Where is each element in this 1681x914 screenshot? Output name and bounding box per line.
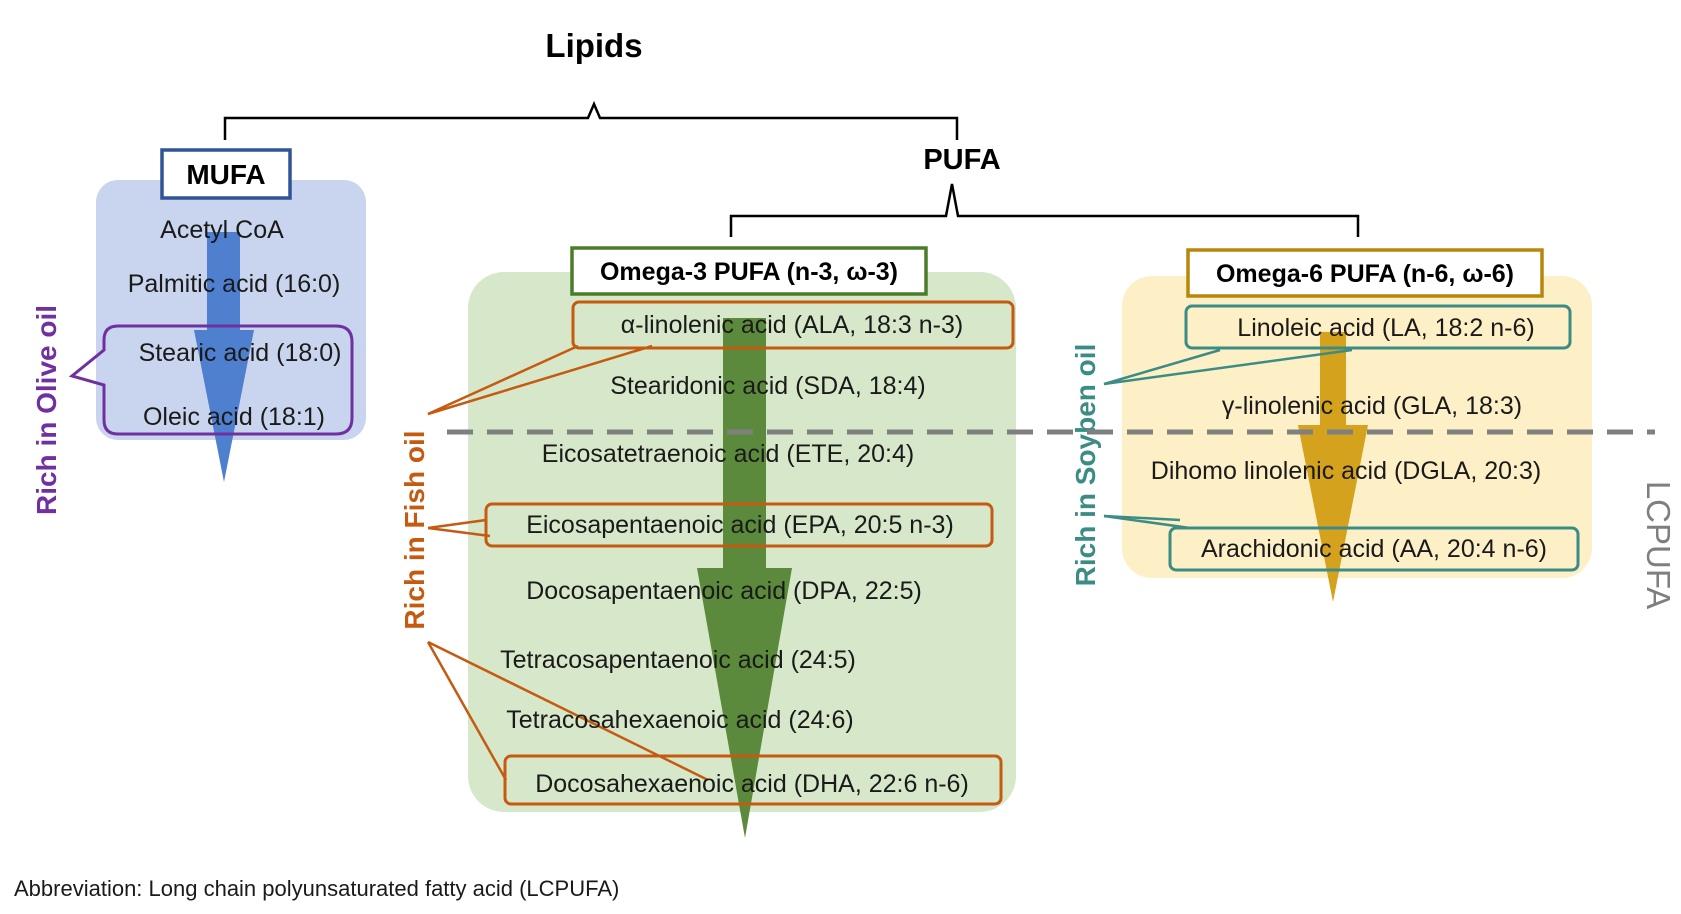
omega3-item-tetracosahexaenoic: Tetracosahexaenoic acid (24:6) xyxy=(506,706,853,734)
omega3-item-tetracosapentaenoic: Tetracosapentaenoic acid (24:5) xyxy=(500,646,856,674)
lipids-title: Lipids xyxy=(545,27,642,64)
omega3-item-ala: α-linolenic acid (ALA, 18:3 n-3) xyxy=(621,311,963,339)
omega3-pathway-arrow xyxy=(697,318,792,838)
omega3-item-epa: Eicosapentaenoic acid (EPA, 20:5 n-3) xyxy=(526,511,954,539)
omega3-item-sda: Stearidonic acid (SDA, 18:4) xyxy=(610,372,925,400)
mufa-item-stearic-acid: Stearic acid (18:0) xyxy=(139,339,342,367)
mufa-header-box xyxy=(160,148,292,200)
omega6-header-box xyxy=(1186,248,1544,298)
omega3-header: Omega-3 PUFA (n-3, ω-3) xyxy=(600,258,898,286)
olive-oil-label: Rich in Olive oil xyxy=(31,305,62,515)
mufa-pathway-arrow xyxy=(194,232,254,482)
abbreviation-footnote: Abbreviation: Long chain polyunsaturated… xyxy=(14,876,619,901)
ala-highlight-box xyxy=(571,300,1015,350)
dha-highlight-box xyxy=(503,754,1003,806)
epa-highlight-box xyxy=(484,502,994,548)
omega3-header-box xyxy=(570,246,928,296)
omega6-item-aa: Arachidonic acid (AA, 20:4 n-6) xyxy=(1201,535,1547,563)
mufa-item-oleic-acid: Oleic acid (18:1) xyxy=(143,403,325,431)
omega3-item-ete: Eicosatetraenoic acid (ETE, 20:4) xyxy=(542,440,914,468)
fish-oil-callout-lines xyxy=(426,344,709,782)
pufa-title: PUFA xyxy=(923,144,1000,176)
aa-highlight-box xyxy=(1168,526,1580,572)
lcpufa-label: LCPUFA xyxy=(1640,481,1677,609)
mufa-header: MUFA xyxy=(186,159,265,190)
omega6-header: Omega-6 PUFA (n-6, ω-6) xyxy=(1216,260,1514,288)
omega6-pathway-arrow xyxy=(1298,332,1368,602)
omega6-item-dgla: Dihomo linolenic acid (DGLA, 20:3) xyxy=(1151,457,1541,485)
mufa-item-acetyl-coa: Acetyl CoA xyxy=(160,216,284,244)
omega3-item-dha: Docosahexaenoic acid (DHA, 22:6 n-6) xyxy=(535,770,969,798)
mufa-item-palmitic-acid: Palmitic acid (16:0) xyxy=(128,270,341,298)
la-highlight-box xyxy=(1184,304,1572,350)
omega3-item-dpa: Docosapentaenoic acid (DPA, 22:5) xyxy=(526,577,922,605)
soybean-oil-callout-lines xyxy=(1103,348,1353,530)
soybean-oil-label: Rich in Soyben oil xyxy=(1070,344,1101,587)
olive-oil-callout xyxy=(68,324,354,436)
lipids-bracket xyxy=(223,100,959,140)
omega6-item-gla: γ-linolenic acid (GLA, 18:3) xyxy=(1222,392,1522,420)
pufa-bracket xyxy=(729,183,1360,237)
omega6-item-la: Linoleic acid (LA, 18:2 n-6) xyxy=(1237,314,1534,342)
fish-oil-label: Rich in Fish oil xyxy=(399,430,430,629)
